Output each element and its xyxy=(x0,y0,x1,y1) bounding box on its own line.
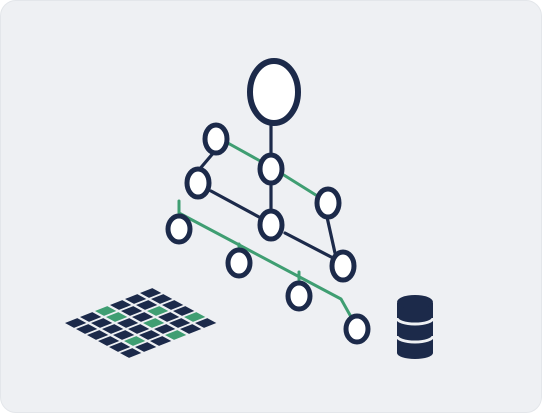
grid-cell xyxy=(124,336,146,346)
tree-node xyxy=(285,280,313,312)
grid-cell xyxy=(98,336,120,346)
grid-cell xyxy=(139,330,161,340)
data-grid-icon xyxy=(65,288,217,358)
green-connector-main xyxy=(177,199,357,326)
grid-cell xyxy=(121,306,143,316)
grid-cell xyxy=(180,324,202,334)
grid-cell xyxy=(165,330,187,340)
grid-cell xyxy=(128,324,150,334)
grid-cell xyxy=(136,300,158,310)
grid-cell xyxy=(169,318,191,328)
grid-cell xyxy=(113,330,135,340)
tree-node xyxy=(184,166,212,200)
grid-cell xyxy=(132,312,154,322)
grid-cell xyxy=(91,318,113,328)
navy-connector-right xyxy=(325,215,337,255)
navy-connector-mid xyxy=(209,189,261,219)
tree-node xyxy=(257,152,285,186)
grid-cell xyxy=(95,306,117,316)
tree-node xyxy=(329,249,357,283)
navy-connectors xyxy=(196,121,337,261)
grid-cell xyxy=(80,312,102,322)
grid-cell xyxy=(109,342,131,352)
grid-cell xyxy=(158,312,180,322)
grid-cell xyxy=(117,318,139,328)
database-band xyxy=(395,317,435,326)
database-band xyxy=(395,335,435,344)
tree-node xyxy=(225,247,253,279)
tree-diagram-icon xyxy=(165,58,371,345)
grid-cell xyxy=(143,318,165,328)
grid-cell xyxy=(110,300,132,310)
grid-cell xyxy=(147,306,169,316)
grid-cell xyxy=(106,312,128,322)
grid-cell xyxy=(184,312,206,322)
grid-cell xyxy=(195,318,217,328)
grid-cell xyxy=(150,336,172,346)
grid-cell xyxy=(120,348,142,358)
navy-connector-lower xyxy=(283,231,337,261)
root-node xyxy=(247,58,301,126)
grid-cell xyxy=(135,342,157,352)
grid-cell xyxy=(102,324,124,334)
grid-cell xyxy=(151,294,173,304)
grid-cell xyxy=(76,324,98,334)
tree-node xyxy=(165,213,193,245)
grid-cell xyxy=(162,300,184,310)
grid-cell xyxy=(154,324,176,334)
database-top xyxy=(397,295,433,309)
grid-cell xyxy=(173,306,195,316)
tree-node xyxy=(314,186,342,220)
grid-cell xyxy=(87,330,109,340)
database-icon xyxy=(395,295,435,359)
tree-node xyxy=(343,313,371,345)
tree-node xyxy=(257,208,285,242)
tree-node xyxy=(202,122,230,156)
grid-cell xyxy=(140,288,162,298)
grid-cell xyxy=(125,294,147,304)
grid-cell xyxy=(65,318,87,328)
database-body xyxy=(397,303,433,359)
